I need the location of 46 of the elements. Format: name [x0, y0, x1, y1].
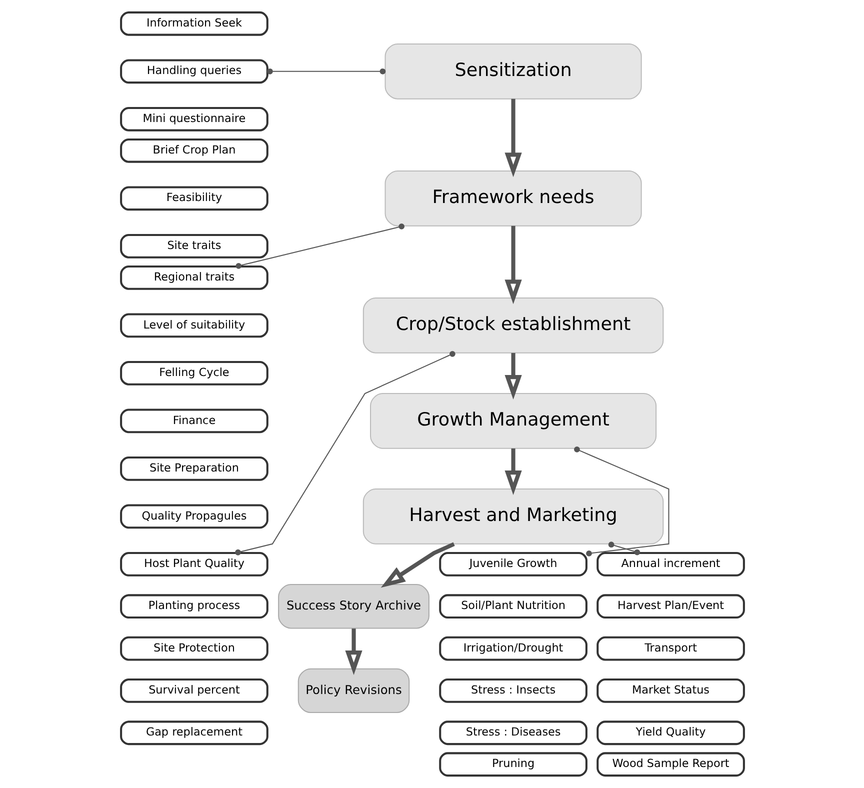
node-box: Host Plant Quality: [120, 552, 268, 576]
node-box: Regional traits: [120, 265, 268, 290]
connector: [608, 542, 640, 556]
node-box: Mini questionnaire: [120, 106, 268, 132]
connector: [234, 350, 455, 556]
node-box: Sensitization: [384, 43, 642, 100]
node-box: Finance: [120, 408, 268, 434]
node-box: Survival percent: [120, 678, 268, 703]
node-box: Stress : Diseases: [438, 720, 587, 746]
arrow: [504, 352, 522, 400]
node-box: Quality Propagules: [120, 504, 268, 529]
node-box: Harvest and Marketing: [362, 488, 664, 544]
node-box: Transport: [596, 636, 744, 661]
node-box: Framework needs: [384, 170, 642, 226]
node-box: Planting process: [120, 594, 268, 619]
node-box: Site traits: [120, 234, 268, 258]
node-box: Feasibility: [120, 186, 268, 211]
node-box: Site Preparation: [120, 456, 268, 481]
node-box: Felling Cycle: [120, 360, 268, 386]
arrow: [344, 628, 362, 675]
node-box: Soil/Plant Nutrition: [438, 594, 587, 619]
node-box: Site Protection: [120, 636, 268, 661]
node-box: Market Status: [596, 678, 744, 703]
node-box: Policy Revisions: [297, 668, 410, 714]
arrow: [504, 98, 522, 178]
node-box: Pruning: [438, 752, 587, 777]
node-box: Yield Quality: [596, 720, 744, 746]
arrow: [504, 448, 522, 495]
arrow: [504, 226, 522, 304]
node-box: Information Seek: [120, 11, 268, 36]
connector: [266, 68, 386, 74]
connector: [235, 224, 404, 269]
node-box: Harvest Plan/Event: [596, 594, 744, 619]
node-box: Growth Management: [370, 392, 656, 449]
connector: [574, 446, 669, 556]
node-box: Crop/Stock establishment: [362, 297, 664, 354]
node-box: Level of suitability: [120, 313, 268, 338]
node-box: Success Story Archive: [278, 584, 429, 629]
node-box: Gap replacement: [120, 720, 268, 746]
node-box: Irrigation/Drought: [438, 636, 587, 661]
node-box: Brief Crop Plan: [120, 138, 268, 163]
node-box: Annual increment: [596, 552, 744, 576]
node-box: Stress : Insects: [438, 678, 587, 703]
node-box: Handling queries: [120, 59, 268, 84]
node-box: Wood Sample Report: [596, 752, 744, 777]
node-box: Juvenile Growth: [438, 552, 587, 576]
